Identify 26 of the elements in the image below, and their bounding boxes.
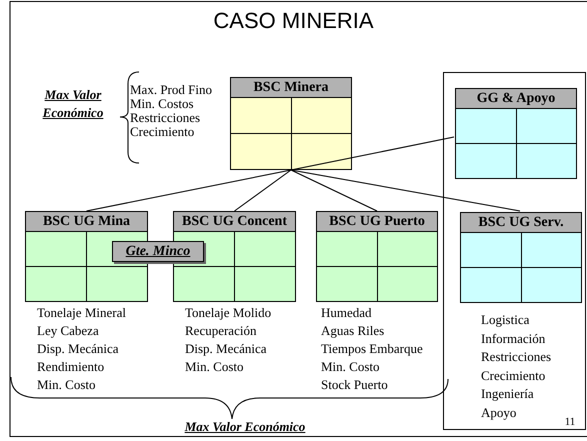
indicator-list: Humedad Aguas Riles Tiempos Embarque Min. Costo Stock Puerto (321, 304, 423, 394)
scorecard-title: BSC UG Serv. (460, 212, 582, 233)
scorecard-box (230, 77, 352, 170)
scorecard-title: BSC UG Puerto (316, 211, 438, 232)
indicator-list: Tonelaje Molido Recuperación Disp. Mecánica Min. Costo (185, 304, 272, 376)
connector-line (290, 170, 520, 212)
connector-line (290, 136, 454, 170)
connector-line (234, 170, 292, 212)
scorecard-box (25, 211, 148, 302)
scorecard-title: BSC UG Concent (173, 211, 296, 232)
scorecard-title: BSC UG Mina (25, 211, 148, 232)
scorecard-box (455, 88, 577, 179)
indicator-list: Logistica Información Restricciones Crecimiento Ingeniería Apoyo (481, 311, 552, 422)
connector-line (290, 170, 378, 212)
scorecard-box (460, 212, 582, 303)
objective-label: Max Valor Económico (42, 86, 104, 122)
indicator-list: Max. Prod Fino Min. Costos Restricciones Crecimiento (130, 83, 212, 139)
indicator-list: Tonelaje Mineral Ley Cabeza Disp. Mecánica Rendimiento Min. Costo (37, 304, 126, 394)
objective-label: Max Valor Económico (184, 419, 306, 435)
role-tag: Gte. Minco (112, 241, 204, 262)
scorecard-title: BSC Minera (230, 77, 352, 98)
scorecard-box (316, 211, 438, 302)
scorecard-title: GG & Apoyo (455, 88, 577, 109)
panel-frame (443, 72, 586, 430)
page-number: 11 (564, 415, 576, 430)
slide-title: CASO MINERIA (212, 8, 375, 34)
